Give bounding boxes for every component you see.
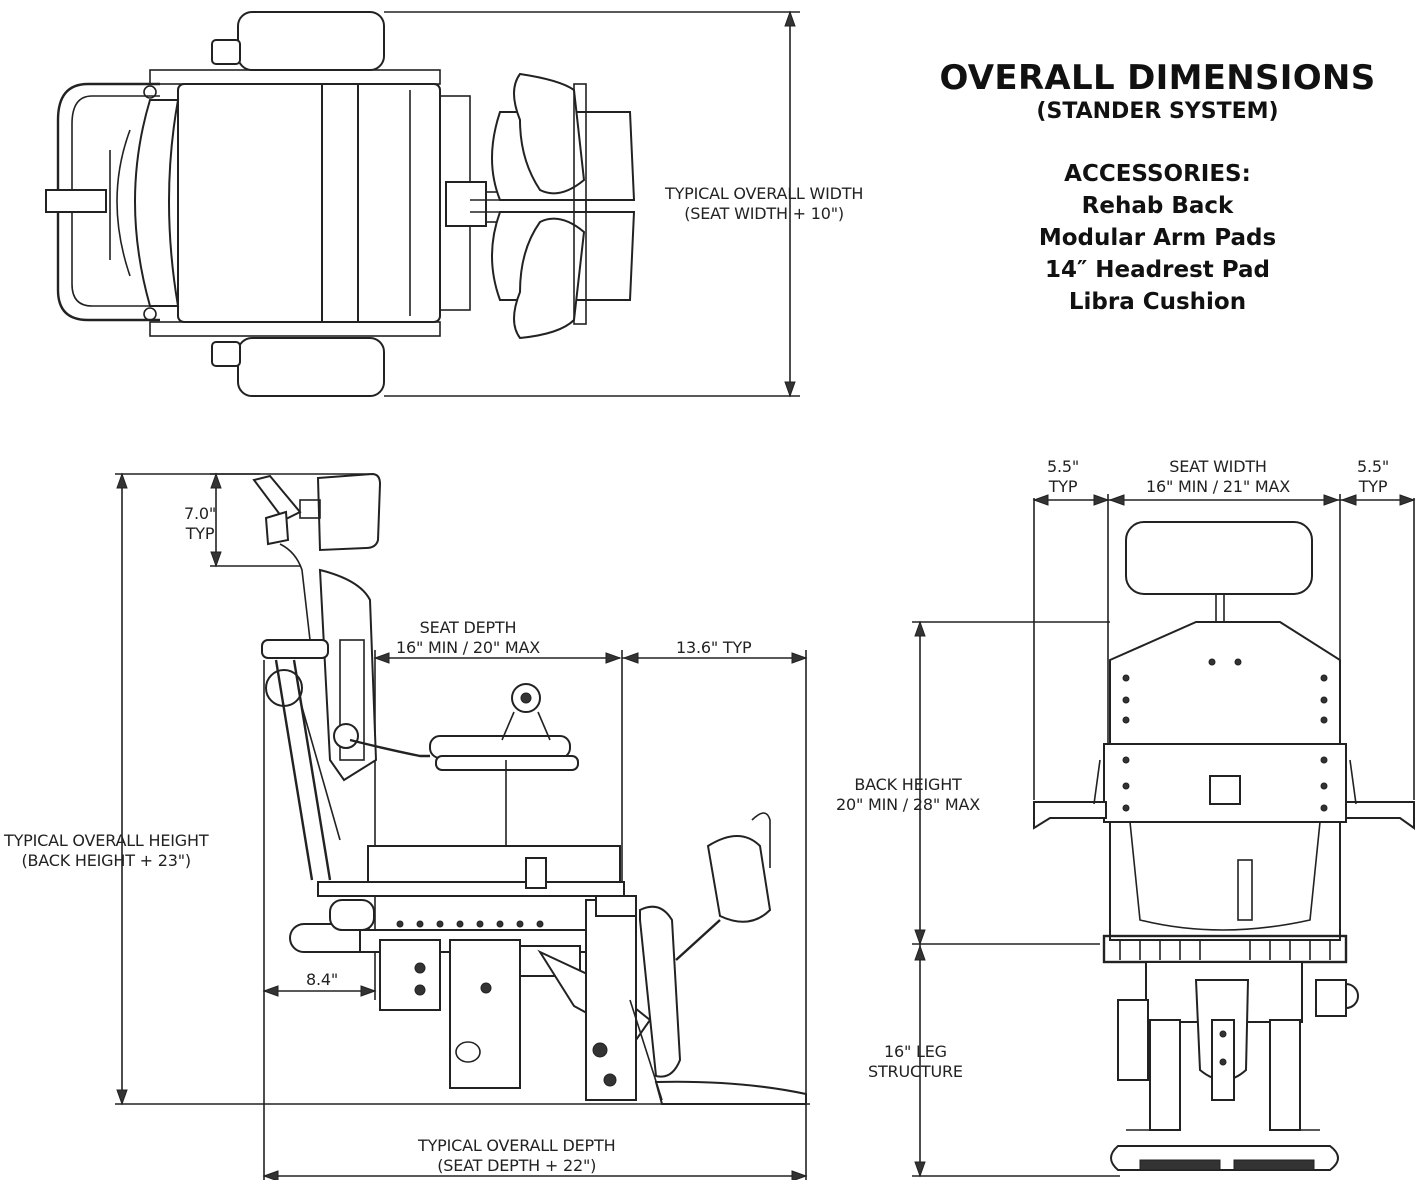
accessories-heading: ACCESSORIES: — [1064, 161, 1251, 187]
page-title: OVERALL DIMENSIONS — [939, 58, 1376, 98]
front-extension-label: 13.6" TYP — [676, 638, 752, 657]
overall-height-label: TYPICAL OVERALL HEIGHT (BACK HEIGHT + 23… — [4, 831, 209, 870]
seat-width-label: SEAT WIDTH 16" MIN / 21" MAX — [1146, 457, 1290, 496]
rear-offset-label: 8.4" — [306, 970, 339, 989]
overall-depth-label: TYPICAL OVERALL DEPTH (SEAT DEPTH + 22") — [418, 1136, 616, 1175]
top-wheel-rear-right — [237, 337, 385, 397]
headrest-offset-label: 7.0" TYP — [184, 504, 217, 543]
accessory-item: Libra Cushion — [1068, 289, 1247, 315]
overall-width-label: TYPICAL OVERALL WIDTH (SEAT WIDTH + 10") — [665, 184, 864, 223]
right-side-offset-label: 5.5" TYP — [1357, 457, 1390, 496]
leg-structure-label: 16" LEG STRUCTURE — [868, 1042, 963, 1081]
accessory-item: 14″ Headrest Pad — [1045, 257, 1270, 283]
title-block: OVERALL DIMENSIONS (STANDER SYSTEM) ACCE… — [930, 58, 1385, 318]
seat-depth-label: SEAT DEPTH 16" MIN / 20" MAX — [396, 618, 540, 657]
page-subtitle: (STANDER SYSTEM) — [1036, 99, 1279, 124]
left-side-offset-label: 5.5" TYP — [1047, 457, 1080, 496]
back-height-label: BACK HEIGHT 20" MIN / 28" MAX — [836, 775, 980, 814]
accessory-item: Modular Arm Pads — [1038, 225, 1277, 251]
accessory-item: Rehab Back — [1081, 193, 1234, 219]
accessories-list: ACCESSORIES: Rehab Back Modular Arm Pads… — [930, 158, 1385, 318]
